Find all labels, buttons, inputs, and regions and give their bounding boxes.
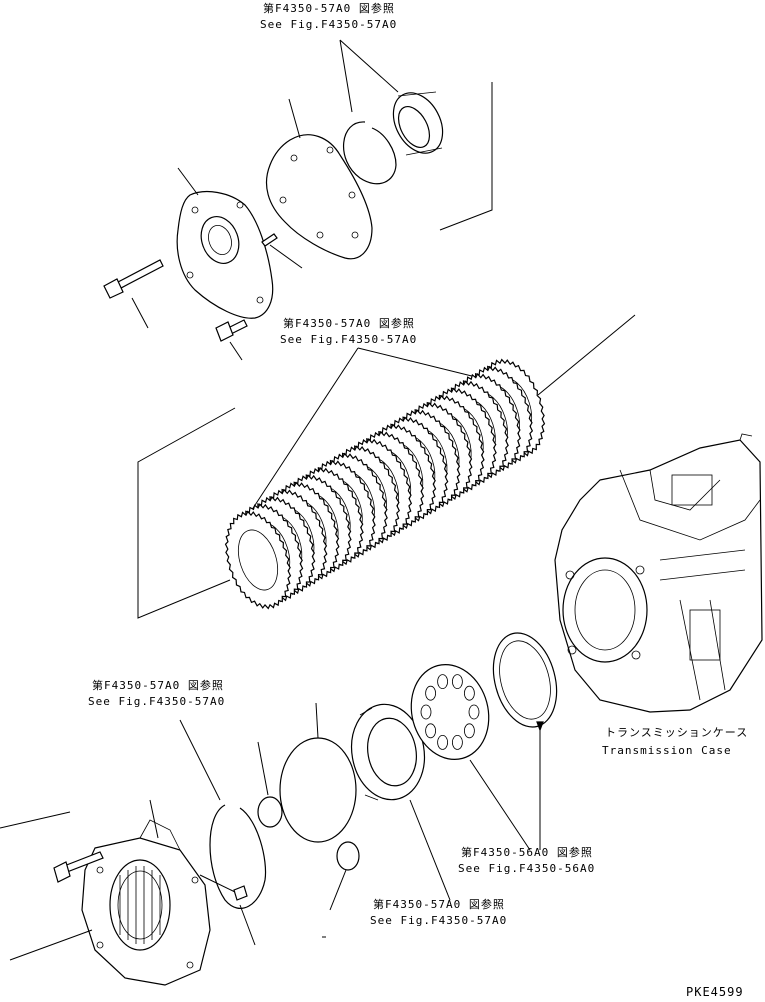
ref-top-jp: 第F4350-57A0 図参照 (263, 1, 395, 15)
bolt-lower (53, 851, 104, 883)
cover-housing (176, 191, 274, 319)
clutch-plate-stack (224, 358, 546, 610)
ref-snapring-en: See Fig.F4350-57A0 (88, 695, 225, 708)
ref-piston-jp: 第F4350-56A0 図参照 (461, 845, 593, 859)
dowel-leader (269, 244, 303, 269)
piston-hole (463, 685, 475, 701)
dowel-pin (261, 233, 278, 247)
plug-line (199, 874, 236, 893)
retainer-ring (492, 632, 558, 728)
ref-snapring-leader (179, 719, 221, 801)
o-ring-small-leader (257, 741, 269, 796)
transmission-case-jp: トランスミッションケース (605, 726, 748, 739)
piston-hole (437, 735, 449, 750)
piston-hole (425, 723, 437, 739)
gasket-top (265, 134, 373, 260)
ref-snapring-jp: 第F4350-57A0 図参照 (92, 678, 224, 692)
plug (233, 885, 248, 901)
bearing-leader (409, 799, 451, 901)
o-ring-large (279, 737, 357, 843)
bolt-leader (131, 297, 149, 329)
bearing-seal-lower (350, 703, 426, 801)
bearing-housing (81, 819, 211, 986)
gasket-leader (288, 98, 301, 139)
ref-bottom-jp: 第F4350-57A0 図参照 (373, 897, 505, 911)
plug-leader (239, 904, 256, 946)
plates-frame-left (137, 407, 236, 619)
transmission-case-en: Transmission Case (602, 744, 732, 757)
snap-ring-top (343, 121, 397, 185)
clutch-plate (224, 510, 292, 610)
short-bolt (215, 319, 248, 342)
ref-top-leaders (339, 39, 399, 113)
o-ring-small (257, 796, 283, 828)
short-bolt-leader (229, 341, 243, 361)
piston-leader (469, 759, 531, 851)
top-frame-line (439, 82, 493, 231)
piston-hole (463, 723, 475, 739)
housing-leader (149, 799, 159, 839)
piston-hole (437, 674, 449, 689)
piston-hole (451, 674, 463, 689)
piston-hole (420, 704, 432, 720)
plates-frame-top (537, 314, 636, 396)
snap-ring-lower (209, 804, 267, 909)
ref-plates-jp: 第F4350-57A0 図参照 (283, 316, 415, 330)
seal-ring-top (392, 91, 444, 156)
o-ring-large-leader (315, 702, 319, 739)
ref-piston-en: See Fig.F4350-56A0 (458, 862, 595, 875)
figure-code: PKE4599 (686, 985, 744, 999)
ref-plates-en: See Fig.F4350-57A0 (280, 333, 417, 346)
cover-leader (177, 167, 199, 196)
piston (410, 664, 490, 760)
transmission-case (554, 433, 763, 713)
housing-frame (0, 811, 93, 961)
ref-bottom-en: See Fig.F4350-57A0 (370, 914, 507, 927)
ref-plates-leaders (239, 347, 489, 529)
long-bolt (103, 259, 164, 299)
piston-hole (451, 735, 463, 750)
o-ring-lower (336, 841, 360, 871)
ref-top-en: See Fig.F4350-57A0 (260, 18, 397, 31)
piston-hole (425, 685, 437, 701)
piston-hole (468, 704, 480, 720)
retainer-arrow (536, 721, 544, 732)
o-ring-lower-leader (329, 869, 347, 911)
